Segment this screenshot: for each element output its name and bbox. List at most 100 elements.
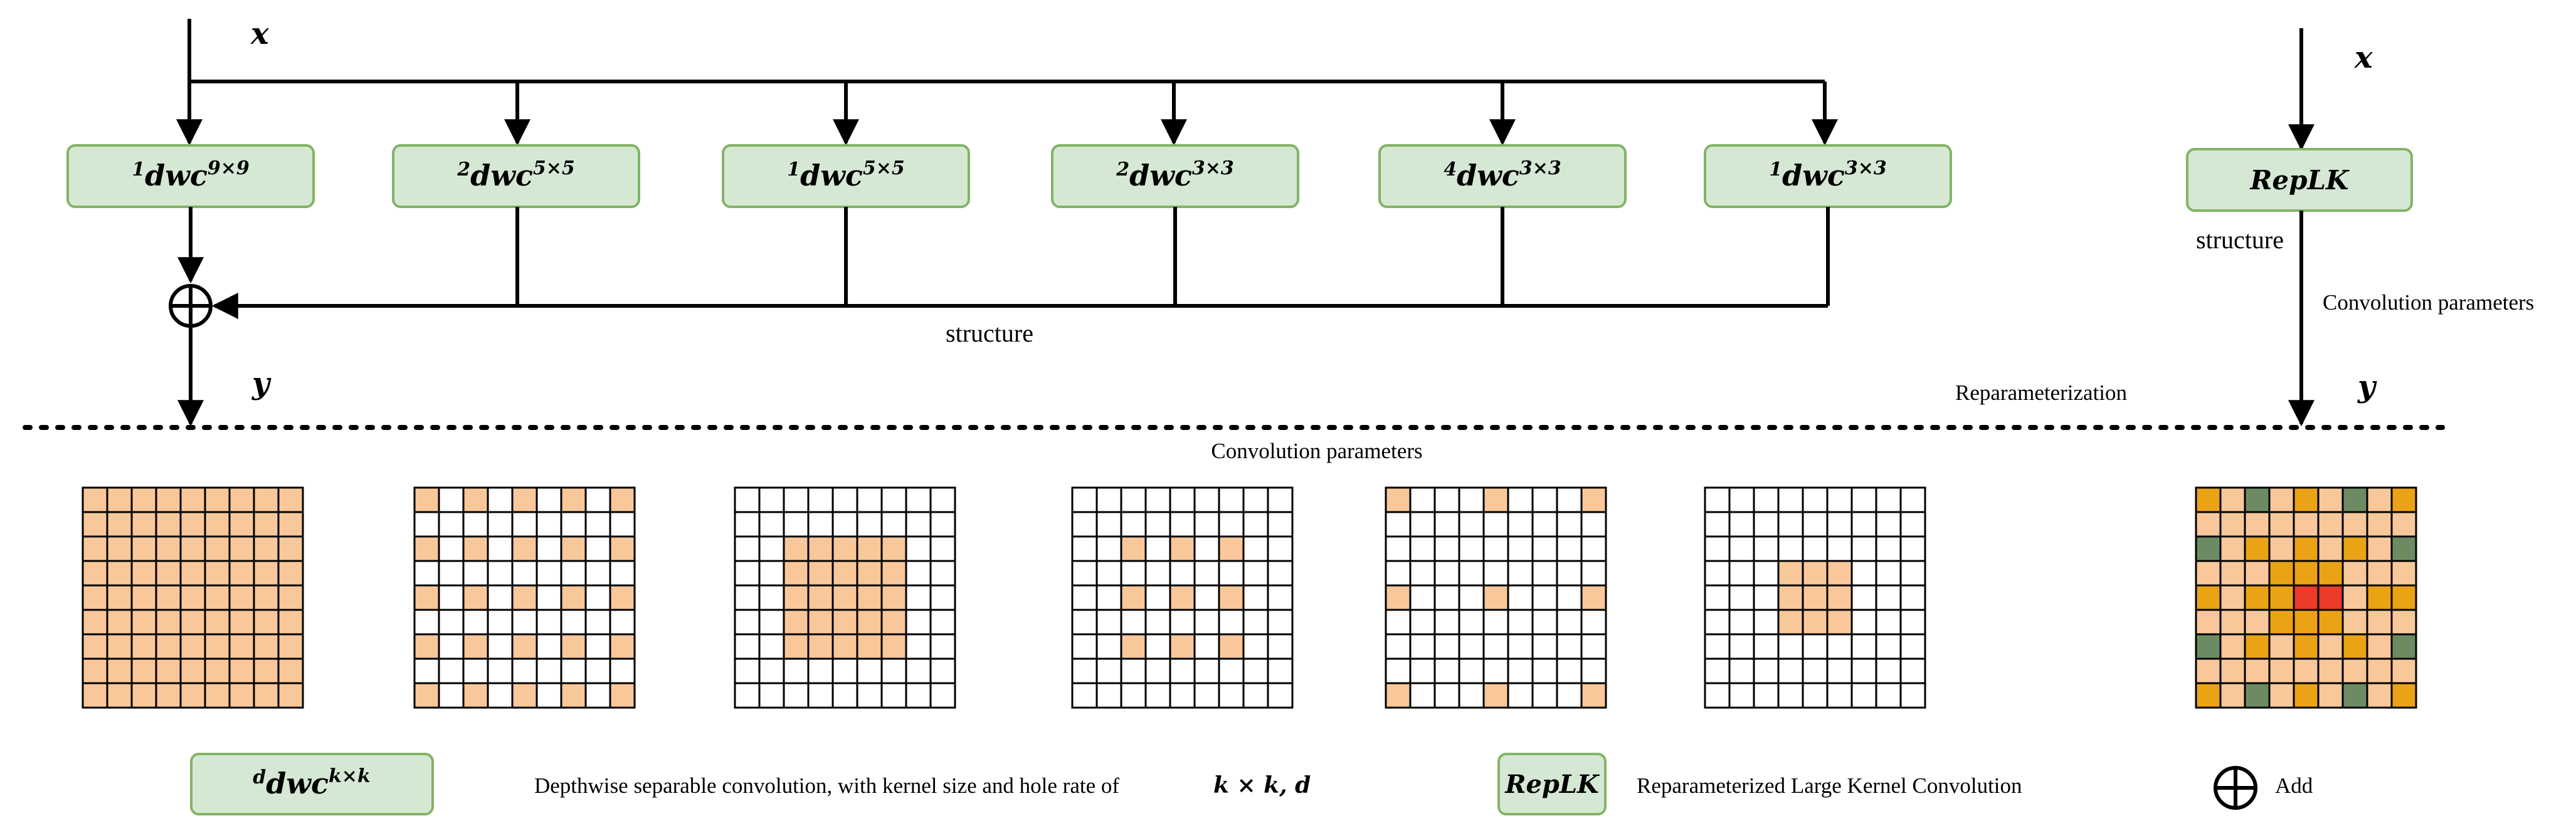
grid-cell (1531, 657, 1558, 684)
grid-cell (1120, 609, 1147, 636)
grid-cell (1409, 486, 1436, 513)
active-cell (106, 560, 133, 587)
active-cell (1482, 682, 1509, 709)
combined-cell (2219, 486, 2246, 513)
grid-cell (831, 511, 858, 538)
kernel-grid-0 (82, 486, 304, 709)
grid-cell (758, 511, 785, 538)
grid-cell (1875, 486, 1902, 513)
combined-cell (2195, 682, 2222, 709)
active-cell (783, 584, 810, 611)
grid-cell (1875, 657, 1902, 684)
reparameterization-label: Reparameterization (1955, 380, 2127, 405)
combined-cell (2293, 535, 2320, 562)
left-structure-label: structure (946, 319, 1033, 347)
grid-cell (758, 560, 785, 587)
grid-cell (413, 657, 440, 684)
grid-cell (905, 633, 932, 660)
grid-cell (584, 511, 611, 538)
grid-cell (758, 486, 785, 513)
active-cell (1482, 486, 1509, 513)
active-cell (228, 657, 255, 684)
grid-cell (1580, 657, 1607, 684)
combined-cell (2317, 609, 2344, 636)
grid-cell (1458, 682, 1485, 709)
grid-cell (1899, 682, 1926, 709)
combined-cell (2366, 657, 2393, 684)
grid-cell (438, 560, 465, 587)
active-cell (155, 535, 182, 562)
grid-cell (1071, 535, 1098, 562)
active-cell (511, 584, 538, 611)
grid-cell (584, 609, 611, 636)
grid-cell (905, 657, 932, 684)
active-cell (560, 682, 587, 709)
active-cell (155, 486, 182, 513)
active-cell (560, 535, 587, 562)
combined-cell (2244, 511, 2271, 538)
grid-cell (1385, 609, 1412, 636)
legend-replk-desc: Reparameterized Large Kernel Convolution (1637, 773, 2022, 798)
combined-cell (2293, 657, 2320, 684)
active-cell (155, 633, 182, 660)
combined-cell (2219, 535, 2246, 562)
active-cell (130, 633, 157, 660)
combined-cell (2268, 584, 2295, 611)
grid-cell (1218, 486, 1245, 513)
grid-cell (734, 486, 761, 513)
active-cell (155, 584, 182, 611)
input-x-label: x (250, 16, 270, 51)
grid-cell (1728, 535, 1755, 562)
branch-dilation: 1 (1769, 159, 1782, 181)
add-icon (169, 284, 213, 328)
active-cell (155, 560, 182, 587)
active-cell (831, 535, 858, 562)
active-cell (277, 633, 304, 660)
grid-cell (584, 633, 611, 660)
grid-cell (783, 511, 810, 538)
active-cell (277, 535, 304, 562)
grid-cell (880, 657, 907, 684)
grid-cell (536, 535, 562, 562)
grid-cell (856, 657, 883, 684)
grid-cell (1458, 560, 1485, 587)
active-cell (204, 486, 231, 513)
branch-output-lines (515, 207, 1830, 306)
svg-text:2dwc5×5: 2dwc5×5 (457, 157, 575, 192)
active-cell (1218, 633, 1245, 660)
active-cell (783, 609, 810, 636)
active-cell (106, 657, 133, 684)
combined-cell (2317, 486, 2344, 513)
grid-cell (1095, 609, 1122, 636)
grid-cell (1385, 511, 1412, 538)
grid-cell (536, 511, 562, 538)
svg-text:1dwc5×5: 1dwc5×5 (787, 157, 905, 192)
grid-cell (1753, 609, 1780, 636)
active-cell (179, 486, 206, 513)
active-cell (253, 682, 280, 709)
grid-cell (1875, 535, 1902, 562)
grid-cell (1704, 535, 1731, 562)
grid-cell (905, 682, 932, 709)
svg-text:ddwck×k: ddwck×k (253, 765, 370, 800)
active-cell (1385, 584, 1412, 611)
grid-cell (1193, 609, 1220, 636)
grid-cell (536, 560, 562, 587)
grid-cell (487, 560, 514, 587)
grid-cell (1095, 560, 1122, 587)
grid-cell (1095, 682, 1122, 709)
grid-cell (1826, 486, 1853, 513)
active-cell (831, 609, 858, 636)
conv-params-label: Convolution parameters (1211, 439, 1422, 463)
right-output-y-label: y (2357, 369, 2377, 404)
grid-cell (1458, 657, 1485, 684)
grid-cell (1875, 584, 1902, 611)
grid-cell (438, 609, 465, 636)
active-cell (253, 633, 280, 660)
branch-kernel: 3×3 (1192, 157, 1234, 179)
grid-cell (929, 633, 956, 660)
grid-cell (1704, 657, 1731, 684)
grid-cell (1728, 486, 1755, 513)
grid-cell (438, 584, 465, 611)
combined-cell (2366, 633, 2393, 660)
